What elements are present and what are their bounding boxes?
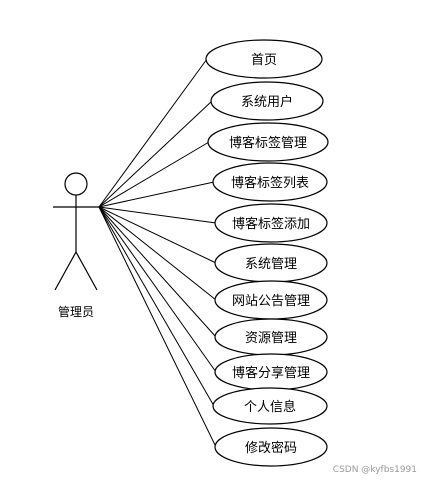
use-case-ellipse [212, 162, 328, 202]
use-case-label: 首页 [251, 53, 277, 68]
use-cases: 首页系统用户博客标签管理博客标签列表博客标签添加系统管理网站公告管理资源管理博客… [205, 39, 329, 467]
use-case-label: 资源管理 [245, 331, 297, 346]
use-case: 系统用户 [210, 81, 324, 121]
association-line [98, 206, 217, 338]
association-line [98, 181, 215, 208]
association-line [98, 206, 217, 224]
association-line [98, 58, 208, 208]
use-case-label: 系统管理 [245, 257, 297, 272]
association-line [98, 100, 213, 208]
use-case-ellipse [212, 387, 328, 425]
actor-label: 管理员 [58, 304, 94, 319]
use-case: 网站公告管理 [214, 280, 328, 320]
actor-head [64, 172, 88, 196]
use-case: 博客标签添加 [214, 203, 328, 243]
use-case: 博客分享管理 [214, 353, 328, 391]
use-case: 博客标签列表 [212, 162, 328, 202]
use-case-label: 博客分享管理 [232, 365, 310, 381]
use-case-ellipse [214, 427, 328, 467]
watermark: CSDN @kyfbs1991 [332, 465, 417, 475]
use-case-ellipse [207, 122, 329, 162]
association-line [98, 206, 217, 301]
use-case: 资源管理 [214, 318, 328, 356]
use-case: 个人信息 [212, 387, 328, 425]
use-case-ellipse [210, 81, 324, 121]
use-case: 修改密码 [214, 427, 328, 467]
use-case: 系统管理 [214, 243, 328, 283]
use-case-ellipse [214, 203, 328, 243]
association-line [98, 206, 217, 373]
actor-admin: 管理员 [53, 172, 99, 319]
use-case-label: 个人信息 [244, 399, 296, 415]
association-line [98, 206, 217, 448]
association-line [98, 141, 210, 208]
actor-left-leg [54, 251, 77, 291]
use-case-label: 博客标签列表 [231, 175, 309, 191]
use-case-label: 博客标签管理 [229, 135, 307, 151]
use-case: 首页 [205, 39, 323, 79]
actor-right-leg [75, 251, 98, 291]
association-line [98, 206, 217, 264]
use-case-label: 系统用户 [241, 94, 293, 110]
association-lines [98, 58, 217, 448]
association-line [98, 206, 215, 407]
use-case-label: 修改密码 [245, 440, 297, 456]
use-case-label: 网站公告管理 [232, 294, 310, 309]
use-case-label: 博客标签添加 [232, 216, 310, 232]
use-case-ellipse [205, 39, 323, 79]
use-case: 博客标签管理 [207, 122, 329, 162]
